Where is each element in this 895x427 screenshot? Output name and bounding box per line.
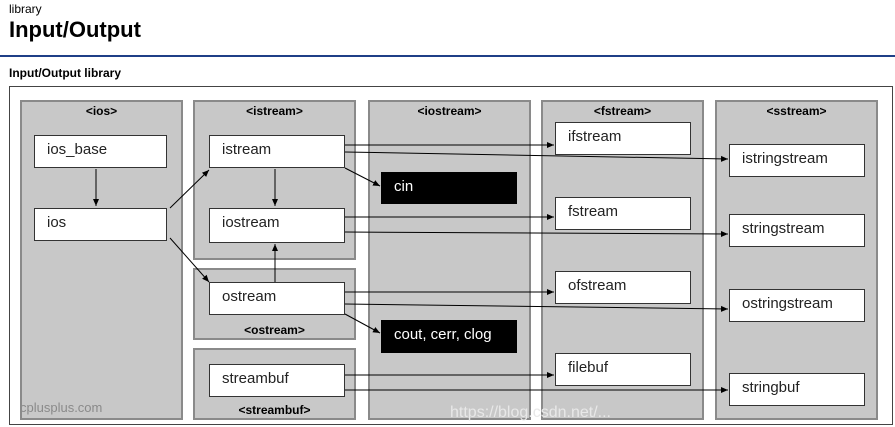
column-sstream-header: <sstream> [766,104,827,118]
column-iostream: <iostream> [368,100,531,420]
arrow-ostream-ostringstream [344,303,729,312]
class-ifstream[interactable]: ifstream [555,122,691,155]
section-label: Input/Output library [9,66,121,80]
header-small-label: library [9,2,42,16]
class-ostringstream[interactable]: ostringstream [729,289,865,322]
class-filebuf[interactable]: filebuf [555,353,691,386]
arrow-istream-cin [344,167,381,187]
column-ios-header: <ios> [85,104,118,118]
class-istringstream[interactable]: istringstream [729,144,865,177]
page-title: Input/Output [9,17,141,42]
class-stringstream[interactable]: stringstream [729,214,865,247]
column-iostream-header: <iostream> [417,104,482,118]
column-istream-header: <istream> [246,104,303,118]
class-fstream[interactable]: fstream [555,197,691,230]
class-ofstream[interactable]: ofstream [555,271,691,304]
class-streambuf[interactable]: streambuf [209,364,345,397]
class-iostream[interactable]: iostream [209,208,345,243]
title-rule [0,55,895,57]
class-ios[interactable]: ios [34,208,167,241]
arrow-ios-ostream [169,237,210,283]
arrow-ostream-cout [344,313,381,334]
class-stringbuf[interactable]: stringbuf [729,373,865,406]
object-cin[interactable]: cin [381,172,517,204]
class-ios-base[interactable]: ios_base [34,135,167,168]
arrow-ios-istream [169,169,210,209]
column-fstream-header: <fstream> [593,104,652,118]
object-cout-cerr-clog[interactable]: cout, cerr, clog [381,320,517,353]
arrow-istream-istringstream [344,151,729,162]
url-watermark: https://blog.csdn.net/... [450,404,611,421]
arrow-iostream-stringstream [344,230,729,237]
class-ostream[interactable]: ostream [209,282,345,315]
column-streambuf-header: <streambuf> [238,403,311,417]
column-ostream-header: <ostream> [244,323,305,337]
class-istream[interactable]: istream [209,135,345,168]
watermark: cplusplus.com [20,400,103,415]
